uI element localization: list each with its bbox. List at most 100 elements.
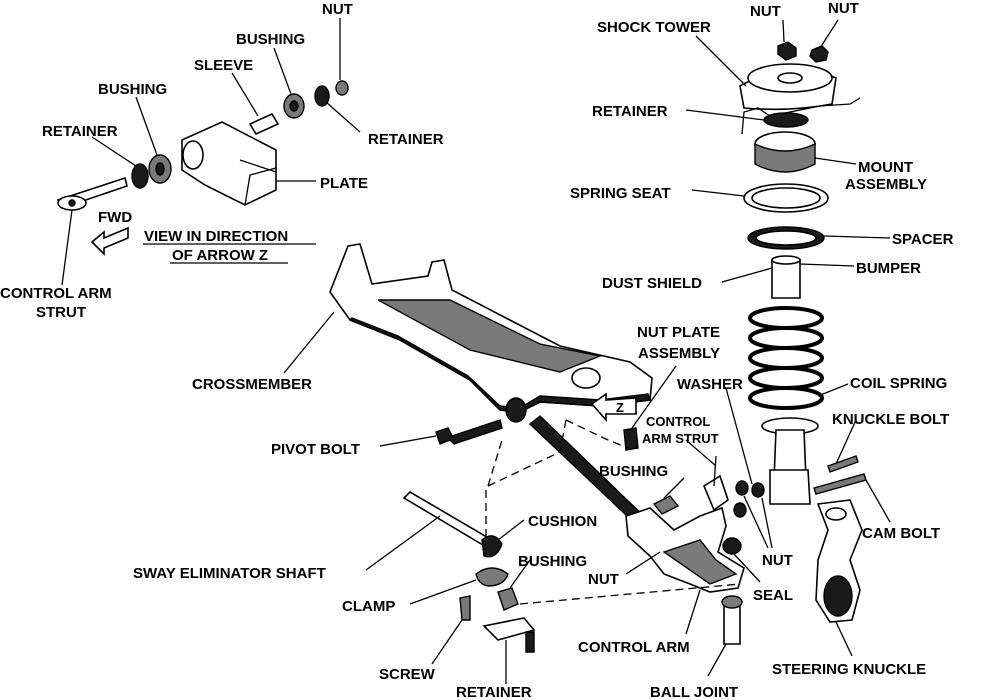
bushing-left-leader [135,96,158,156]
retainer-left-leader [91,136,137,167]
nut-lower-leader [625,551,661,575]
label-control-arm: CONTROL ARM [578,639,690,656]
label-arrow-z: Z [616,400,624,415]
knuckle-bolt-leader [835,419,857,465]
label-washer: WASHER [677,376,743,393]
label-nut-lower: NUT [588,571,619,588]
label-view-line2: OF ARROW Z [172,247,268,264]
label-nut-tower-1: NUT [750,3,781,20]
bushing-top-leader [273,47,292,95]
shock-tower-hole [777,72,803,84]
control-arm-strut-center-part [703,474,729,512]
label-spacer: SPACER [892,231,954,248]
label-bumper: BUMPER [856,260,921,277]
bushing-lower-part [497,587,519,611]
label-sway-shaft: SWAY ELIMINATOR SHAFT [133,565,326,582]
shock-tower-leader [695,35,747,87]
retainer-left-part [131,163,149,189]
bumper-top [771,255,801,265]
bushing-center-leader [663,477,685,499]
coil-spring-part [748,306,824,410]
label-view-line1: VIEW IN DIRECTION [144,228,288,245]
spring-seat-leader [691,189,745,197]
label-nut-plate-line1: NUT PLATE [637,324,720,341]
label-cam-bolt: CAM BOLT [862,525,940,542]
dashed-line-2 [487,419,567,487]
plate-part [181,121,277,206]
steering-knuckle-leader [835,621,853,657]
clamp-part [475,567,509,587]
cushion-leader [497,519,525,541]
cushion-part [481,535,503,558]
dashed-line-4 [519,583,741,605]
spacer-inner [755,230,817,246]
ball-joint-leader [707,643,727,677]
ball-joint-ball [721,595,743,609]
nut-strut-part [751,482,765,498]
label-nut-plate-line2: ASSEMBLY [638,345,720,362]
crossmember-mount-hole [571,367,601,389]
bumper-leader [799,263,855,267]
crossmember-group [283,243,653,423]
label-nut-center: NUT [762,552,793,569]
strut-center-pin [713,455,717,487]
control-arm-leader [685,589,701,635]
nut-tower-1-part [777,41,797,61]
retainer-tower-part [763,112,809,128]
sleeve-part [248,112,280,136]
label-nut-tower-2: NUT [828,0,859,17]
label-sleeve: SLEEVE [194,57,253,74]
label-shock-tower: SHOCK TOWER [597,19,711,36]
mount-assembly-body [754,142,816,173]
mount-leader [814,157,857,165]
dashed-line-1 [487,439,503,487]
label-bushing-left: BUSHING [98,81,167,98]
nut-plate-part [623,427,639,451]
label-mount-line1: MOUNT [858,159,913,176]
label-knuckle-bolt: KNUCKLE BOLT [832,411,949,428]
label-coil-spring: COIL SPRING [850,375,947,392]
strut-end-hole [68,199,76,207]
cam-bolt-part [813,473,867,495]
label-control-arm-strut-center-line2: ARM STRUT [642,431,719,446]
control-arm-web [662,539,738,585]
label-retainer-right: RETAINER [368,131,444,148]
knuckle-bolt-part [827,455,859,473]
steering-knuckle-hub [823,575,853,617]
nut-tower-2-part [809,45,829,63]
nut-tower-2-leader [819,19,839,49]
plate-hole [182,140,204,170]
labels: NUT BUSHING SLEEVE BUSHING RETAINER RETA… [0,0,954,700]
seal-part [722,537,742,555]
bushing-lower-leader [509,559,531,589]
cam-bolt-leader [865,479,891,523]
sway-bar-group [365,490,536,684]
label-retainer-bottom: RETAINER [456,684,532,700]
retainer-tower-leader [685,109,765,121]
label-pivot-bolt: PIVOT BOLT [271,441,360,458]
label-cushion: CUSHION [528,513,597,530]
coil-spring-leader [817,383,849,397]
crossmember-leader [283,311,335,374]
nut-tower-1-leader [782,19,785,43]
nut-plate-leader [631,365,677,429]
dust-shield-leader [721,267,773,283]
label-dust-shield: DUST SHIELD [602,275,702,292]
strut-knuckle-bracket [769,469,811,505]
clamp-leader [409,579,477,605]
label-plate: PLATE [320,175,368,192]
control-arm-strut-center-leader [685,439,717,467]
label-mount-line2: ASSEMBLY [845,176,927,193]
steering-knuckle-group [815,499,863,657]
retainer-bottom-stud [525,631,535,653]
bushing-left-core [155,162,165,176]
label-bushing-lower: BUSHING [518,553,587,570]
fwd-arrow-icon [90,226,129,256]
label-bushing-top: BUSHING [236,31,305,48]
plate-flange [239,159,277,206]
bumper-part [771,259,801,299]
label-bushing-center: BUSHING [599,463,668,480]
label-nut-top-left: NUT [322,1,353,18]
control-arm-group [379,365,761,677]
